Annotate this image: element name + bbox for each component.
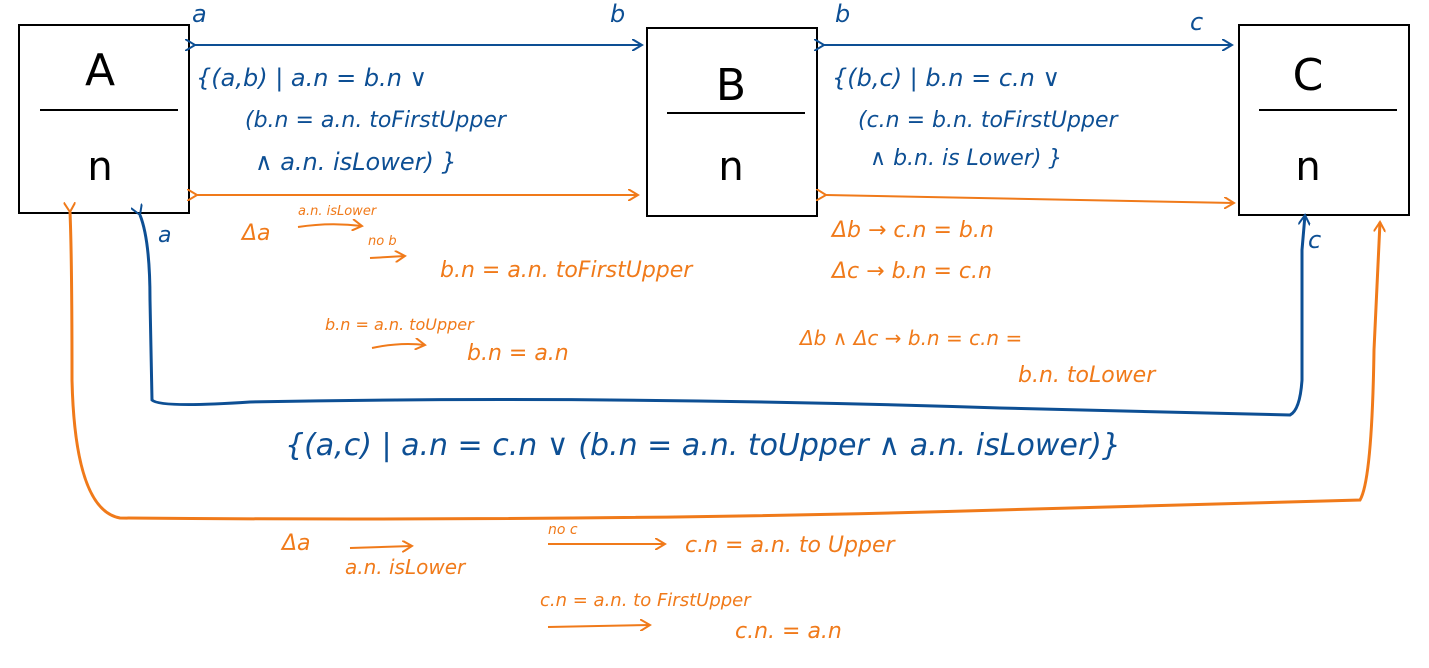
ac-no-c: no c — [548, 522, 578, 538]
ab-relation-line3: ∧ a.n. isLower) } — [255, 148, 457, 176]
bc-orange-arrow — [826, 195, 1234, 203]
ab-relation-line2: (b.n = a.n. toFirstUpper — [245, 108, 508, 133]
class-b-name: B — [716, 60, 746, 111]
class-b-box: B n — [646, 27, 818, 217]
bc-role-b: b — [835, 0, 850, 28]
ac-orange-path — [70, 212, 1380, 521]
ac-c-cond: c.n = a.n. to FirstUpper — [540, 590, 752, 611]
ac-delta-a: Δa — [280, 531, 311, 556]
ab-delta-cond: a.n. isLower — [298, 204, 378, 219]
class-a-box: A n — [18, 24, 190, 214]
ac-blue-path — [140, 215, 1305, 417]
class-a-attribute: n — [87, 144, 112, 190]
ab-delta-a: Δa — [240, 221, 271, 246]
ab-b-cond: b.n = a.n. toUpper — [325, 315, 475, 334]
ac-delta-cond: a.n. isLower — [345, 555, 467, 579]
bc-relation-line3: ∧ b.n. is Lower) } — [870, 146, 1062, 171]
ac-no-c-result: c.n = a.n. to Upper — [685, 533, 897, 558]
class-a-name: A — [85, 45, 115, 96]
bc-delta-bc-line2: b.n. toLower — [1018, 363, 1157, 388]
class-c-name: C — [1293, 50, 1324, 101]
bc-relation-line1: {(b,c) | b.n = c.n ∨ — [832, 64, 1060, 92]
bc-delta-bc-line1: Δb ∧ Δc → b.n = c.n = — [798, 326, 1022, 350]
bc-delta-b: Δb → c.n = b.n — [830, 218, 994, 243]
ab-b-result: b.n = a.n — [467, 341, 569, 366]
ac-c-result: c.n. = a.n — [735, 619, 842, 644]
ac-role-a: a — [158, 223, 171, 248]
class-c-box: C n — [1238, 24, 1410, 216]
ab-role-b: b — [610, 0, 625, 28]
class-b-attribute: n — [718, 144, 743, 190]
ab-relation-line1: {(a,b) | a.n = b.n ∨ — [196, 64, 427, 92]
ac-relation: {(a,c) | a.n = c.n ∨ (b.n = a.n. toUpper… — [285, 428, 1121, 463]
bc-delta-c: Δc → b.n = c.n — [830, 259, 992, 284]
ab-delta-result: b.n = a.n. toFirstUpper — [440, 258, 694, 283]
ab-role-a: a — [192, 0, 207, 28]
bc-role-c: c — [1190, 8, 1203, 36]
ab-delta-cond2: no b — [368, 234, 397, 249]
bc-relation-line2: (c.n = b.n. toFirstUpper — [858, 108, 1119, 133]
ac-role-c: c — [1308, 226, 1321, 254]
class-c-attribute: n — [1295, 144, 1320, 190]
